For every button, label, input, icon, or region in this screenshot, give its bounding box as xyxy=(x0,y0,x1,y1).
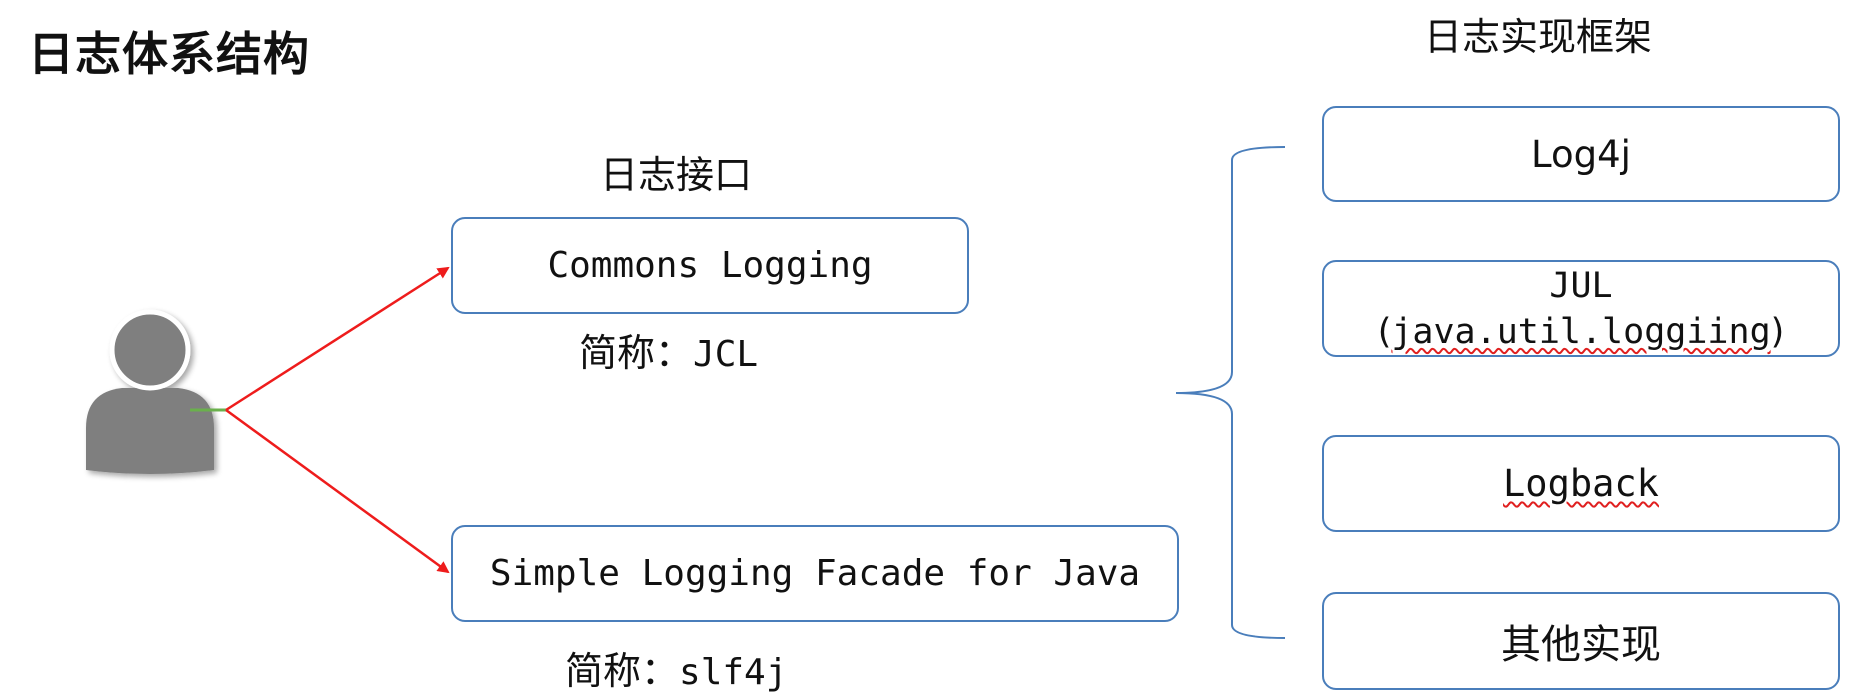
arrow-to-jcl xyxy=(225,266,450,412)
implementation-heading: 日志实现框架 xyxy=(1424,15,1653,59)
arrow-to-slf4j xyxy=(225,408,450,574)
jcl-abbr-label: 简称： xyxy=(579,331,694,375)
log4j-label: Log4j xyxy=(1531,132,1631,176)
other-implementations-label: 其他实现 xyxy=(1501,622,1661,668)
jul-open-paren: ( xyxy=(1377,311,1392,352)
jul-package-line: (java.util.loggiing) xyxy=(1378,309,1785,355)
jul-close-paren: ) xyxy=(1770,311,1785,352)
jul-package-name: java.util.loggiing xyxy=(1391,311,1771,352)
log4j-box: Log4j xyxy=(1322,106,1840,202)
interface-heading: 日志接口 xyxy=(600,153,753,197)
jul-box: JUL (java.util.loggiing) xyxy=(1322,260,1840,357)
commons-logging-label: Commons Logging xyxy=(547,245,873,286)
slf4j-abbr-label: 简称： xyxy=(565,649,680,693)
implementation-brace xyxy=(1175,146,1286,639)
logback-label: Logback xyxy=(1503,462,1659,505)
user-icon xyxy=(86,309,214,474)
slf4j-box: Simple Logging Facade for Java xyxy=(451,525,1179,622)
jcl-abbreviation: 简称：JCL xyxy=(579,322,758,377)
jul-label: JUL xyxy=(1549,265,1613,306)
slf4j-abbreviation: 简称：slf4j xyxy=(565,640,787,695)
slf4j-label: Simple Logging Facade for Java xyxy=(489,553,1141,594)
other-implementations-box: 其他实现 xyxy=(1322,592,1840,690)
diagram-title: 日志体系结构 xyxy=(28,27,310,81)
commons-logging-box: Commons Logging xyxy=(451,217,969,314)
jcl-abbr-value: JCL xyxy=(693,334,759,375)
slf4j-abbr-value: slf4j xyxy=(679,652,788,693)
logback-box: Logback xyxy=(1322,435,1840,532)
